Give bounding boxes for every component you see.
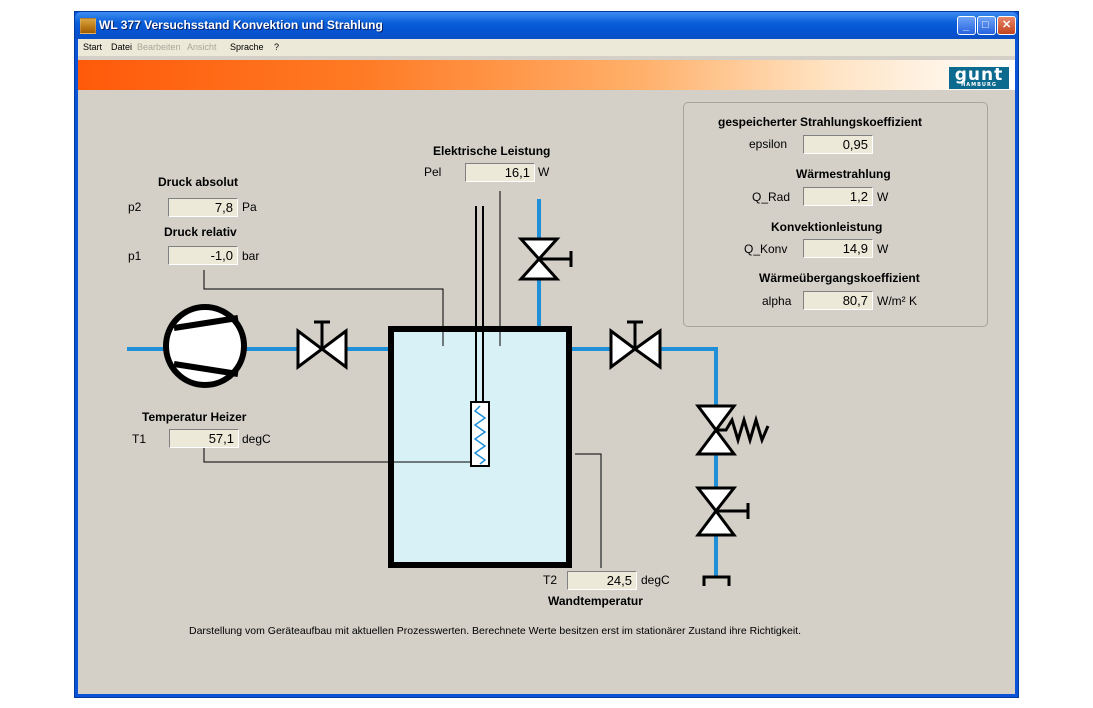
- q-konv-value: 14,9: [803, 239, 873, 258]
- pel-value: 16,1: [465, 163, 535, 182]
- q-konv-unit: W: [877, 242, 889, 256]
- minimize-button[interactable]: _: [957, 16, 976, 35]
- druck-relativ-heading: Druck relativ: [164, 225, 237, 239]
- wandtemperatur-heading: Wandtemperatur: [548, 594, 643, 608]
- t2-unit: degC: [641, 573, 670, 587]
- process-diagram: [127, 191, 770, 586]
- pel-unit: W: [538, 165, 550, 179]
- t2-value: 24,5: [567, 571, 637, 590]
- vent-valve-icon: [517, 237, 573, 281]
- outlet-valve-icon: [609, 320, 662, 370]
- p2-unit: Pa: [242, 200, 257, 214]
- results-group: [683, 102, 988, 327]
- t1-unit: degC: [242, 432, 271, 446]
- window-title: WL 377 Versuchsstand Konvektion und Stra…: [99, 18, 383, 32]
- druck-absolut-heading: Druck absolut: [158, 175, 239, 189]
- pel-label: Pel: [424, 165, 442, 179]
- title-bar[interactable]: WL 377 Versuchsstand Konvektion und Stra…: [75, 12, 1018, 39]
- t1-label: T1: [132, 432, 147, 446]
- p2-value: 7,8: [168, 198, 238, 217]
- logo-text: gunt: [954, 65, 1004, 85]
- menu-bearbeiten[interactable]: Bearbeiten: [137, 42, 181, 52]
- p2-label: p2: [128, 200, 142, 214]
- drain-outlet-icon: [702, 575, 731, 586]
- footer-note: Darstellung vom Geräteaufbau mit aktuell…: [189, 625, 802, 637]
- close-button[interactable]: ✕: [997, 16, 1016, 35]
- menu-help[interactable]: ?: [274, 42, 280, 52]
- p1-value: -1,0: [168, 246, 238, 265]
- q-rad-label: Q_Rad: [752, 190, 791, 204]
- temperatur-heizer-heading: Temperatur Heizer: [142, 410, 247, 424]
- epsilon-label: epsilon: [749, 137, 788, 151]
- pipes: [127, 199, 718, 576]
- close-icon: ✕: [1002, 19, 1012, 31]
- menu-bar: Start Datei Bearbeiten Ansicht Sprache ?: [78, 39, 1015, 56]
- menu-sprache[interactable]: Sprache: [230, 42, 264, 52]
- menu-datei[interactable]: Datei: [111, 42, 133, 52]
- p1-label: p1: [128, 249, 142, 263]
- alpha-unit: W/m² K: [877, 294, 917, 308]
- app-icon: [80, 18, 96, 34]
- q-rad-value: 1,2: [803, 187, 873, 206]
- menu-ansicht[interactable]: Ansicht: [187, 42, 217, 52]
- elektrische-leistung-heading: Elektrische Leistung: [433, 144, 551, 158]
- drain-valve-icon: [694, 486, 750, 537]
- epsilon-value: 0,95: [803, 135, 873, 154]
- waermestrahlung-heading: Wärmestrahlung: [796, 167, 891, 181]
- konvektionleistung-heading: Konvektionleistung: [771, 220, 883, 234]
- maximize-button[interactable]: □: [977, 16, 996, 35]
- menu-start[interactable]: Start: [83, 42, 103, 52]
- q-konv-label: Q_Konv: [744, 242, 788, 256]
- alpha-label: alpha: [762, 294, 792, 308]
- q-rad-unit: W: [877, 190, 889, 204]
- vacuum-pump-icon: [163, 304, 247, 388]
- t1-value: 57,1: [169, 429, 239, 448]
- inlet-valve-icon: [296, 320, 348, 370]
- t2-label: T2: [543, 573, 558, 587]
- p1-unit: bar: [242, 249, 260, 263]
- maximize-icon: □: [982, 19, 989, 31]
- strahlungskoeffizient-heading: gespeicherter Strahlungskoeffizient: [718, 115, 923, 129]
- relief-valve-icon: [695, 404, 770, 456]
- app-window: WL 377 Versuchsstand Konvektion und Stra…: [74, 11, 1019, 698]
- alpha-value: 80,7: [803, 291, 873, 310]
- waermeuebergang-heading: Wärmeübergangskoeffizient: [759, 271, 920, 285]
- logo-subtext: HAMBURG: [961, 82, 997, 88]
- minimize-icon: _: [963, 20, 970, 32]
- heater-element-icon: [470, 206, 490, 467]
